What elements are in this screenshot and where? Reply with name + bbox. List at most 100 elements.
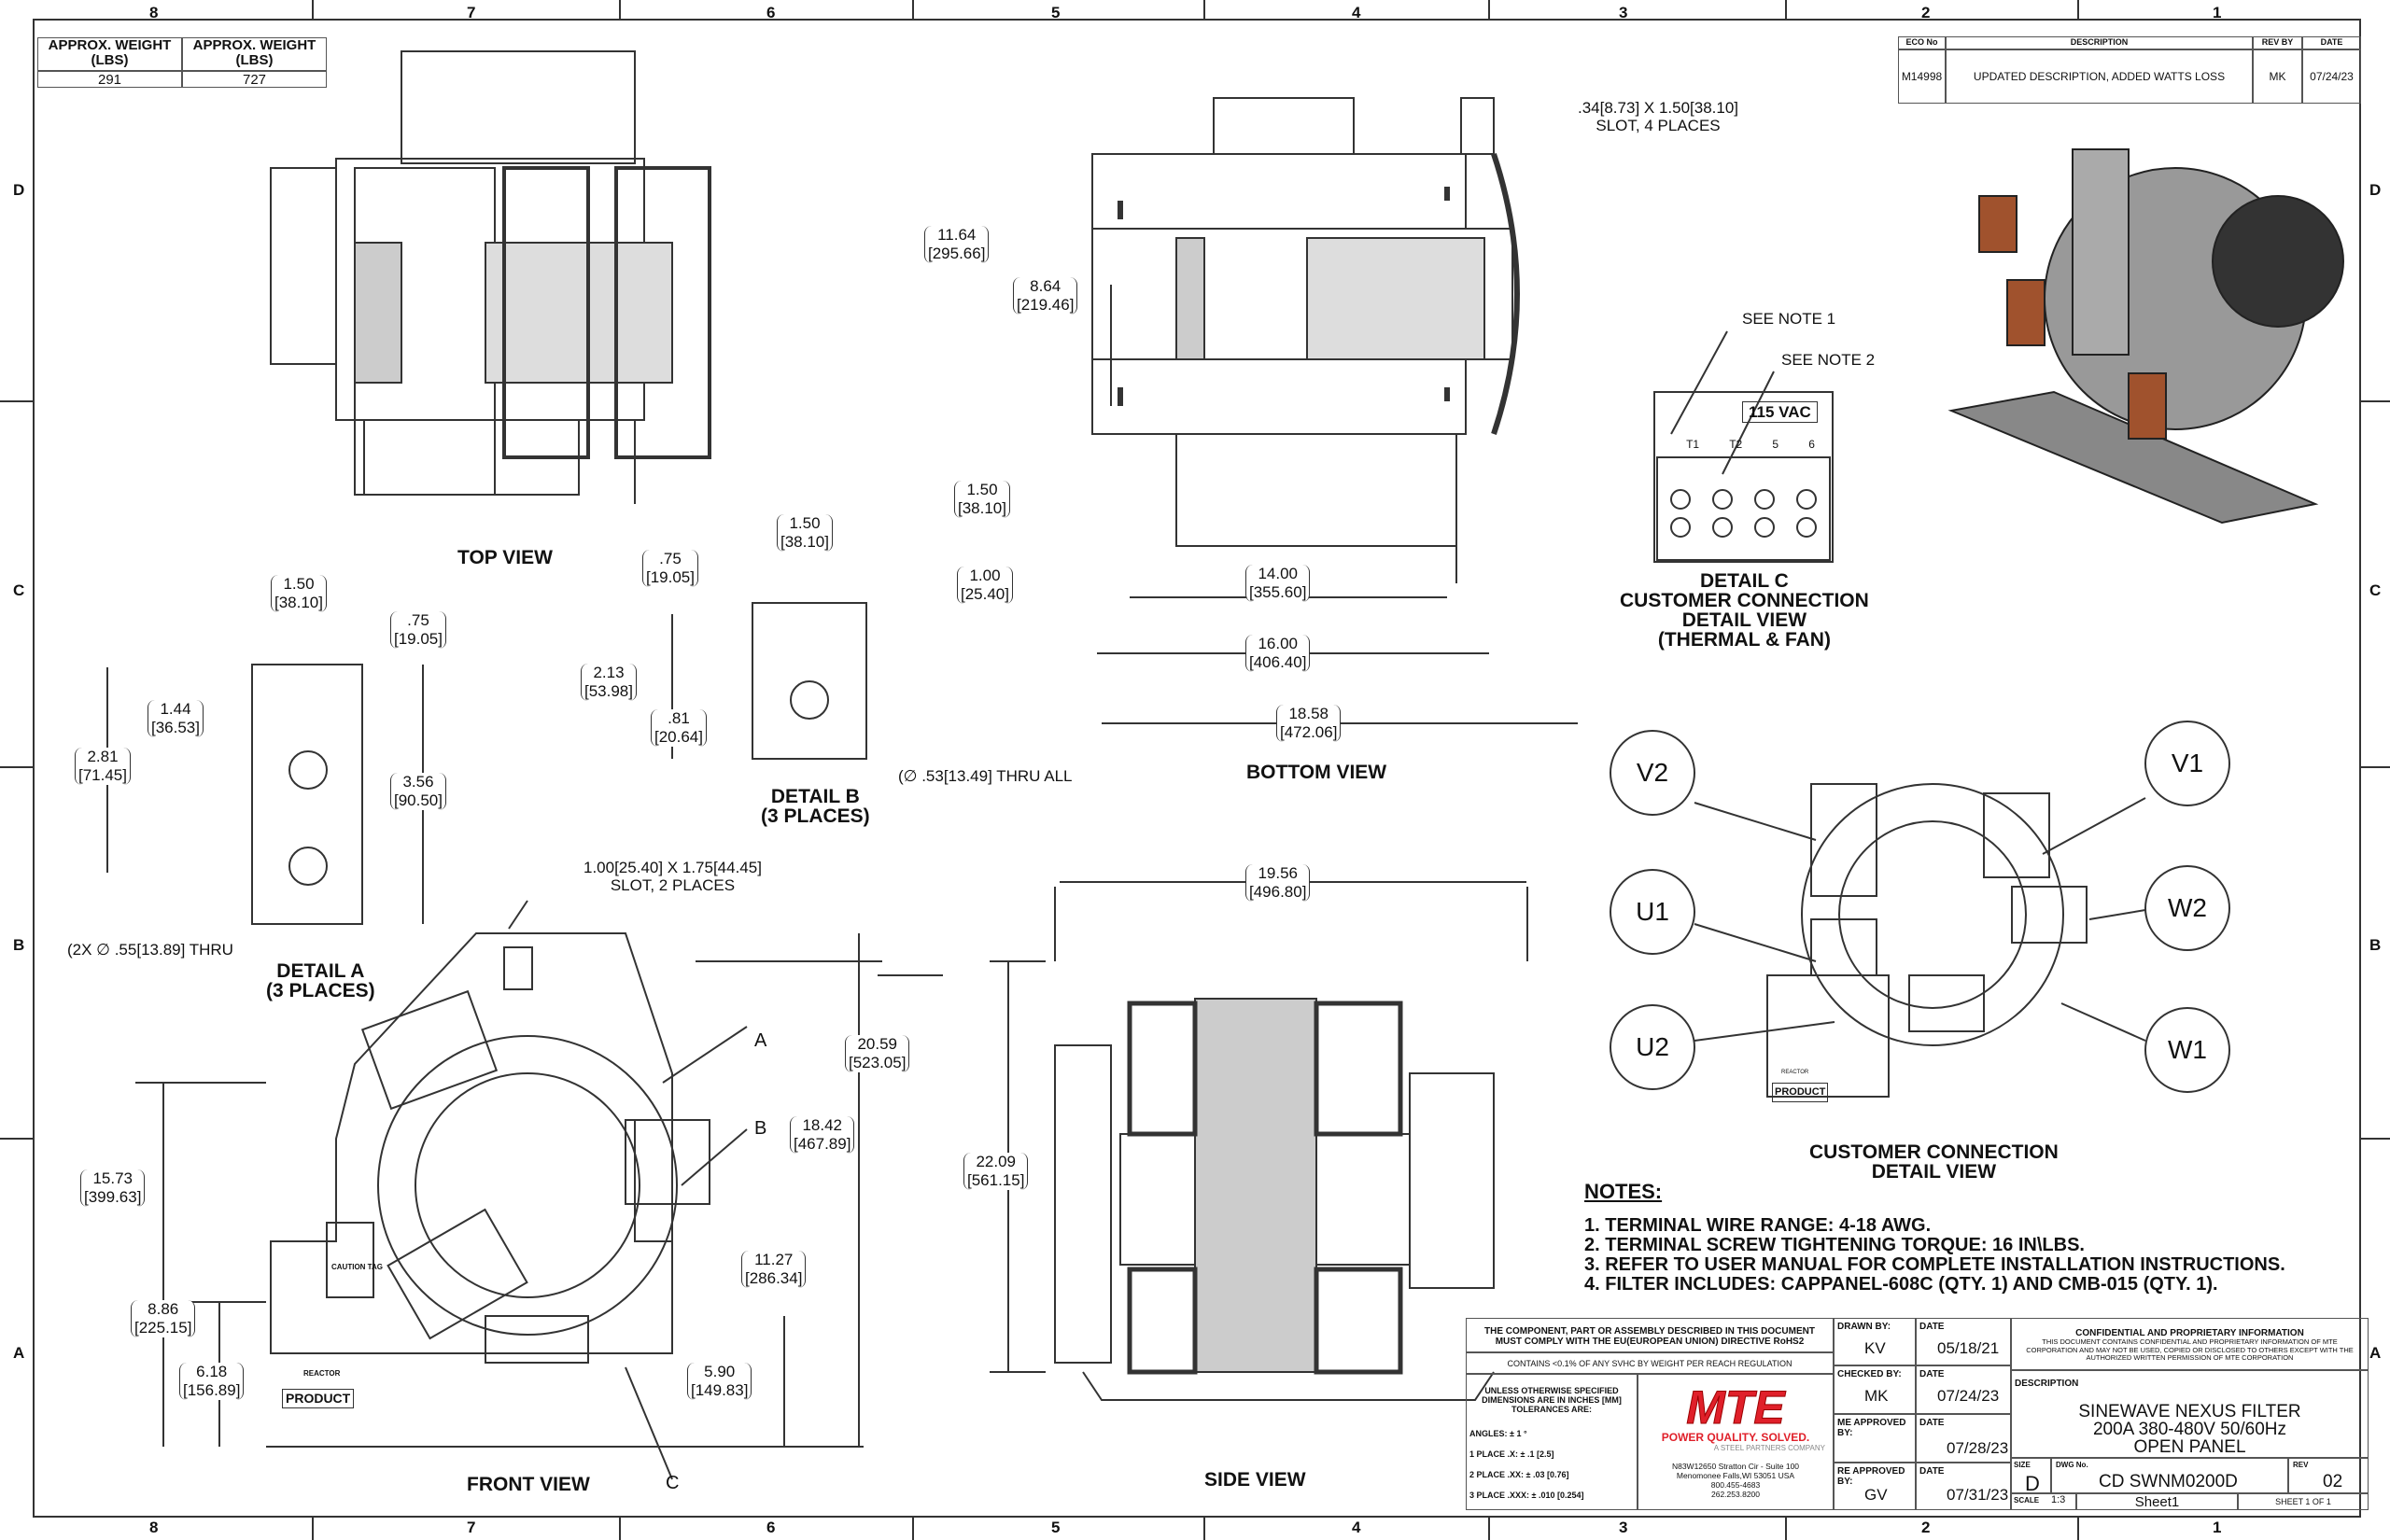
zone-row: C	[2369, 581, 2382, 599]
reactor-label: REACTOR	[303, 1369, 341, 1378]
dimension: 18.42[467.89]	[790, 1116, 855, 1154]
dimension: 5.90[149.83]	[687, 1363, 752, 1400]
description-label: DESCRIPTION	[2015, 1379, 2079, 1389]
zone-row: B	[13, 936, 25, 954]
detail-b-plate	[752, 602, 867, 760]
tolerance-item: ANGLES: ± 1 °	[1469, 1429, 1527, 1438]
callout-b: B	[754, 1118, 767, 1139]
side-view-title: SIDE VIEW	[1204, 1469, 1306, 1491]
front-view-title: FRONT VIEW	[467, 1474, 590, 1495]
me-approved-cell: ME APPROVED BY:	[1834, 1414, 1916, 1463]
company-box: MTE POWER QUALITY. SOLVED. A STEEL PARTN…	[1638, 1374, 1834, 1510]
dimension: 1.50[38.10]	[777, 514, 833, 552]
balloon-u2: U2	[1610, 1004, 1695, 1090]
address-line: Menomonee Falls,WI 53051 USA	[1676, 1471, 1795, 1480]
balloon-w1: W1	[2144, 1007, 2230, 1093]
detail-a-hole-note: (2X ∅ .55[13.89] THRU	[67, 941, 233, 959]
dimension: 6.18[156.89]	[179, 1363, 245, 1400]
dimension: 2.13[53.98]	[581, 664, 637, 701]
balloon-v1: V1	[2144, 721, 2230, 806]
drawn-by-cell: DRAWN BY:KV	[1834, 1318, 1916, 1365]
confidential-text: THIS DOCUMENT CONTAINS CONFIDENTIAL AND …	[2026, 1337, 2354, 1362]
front-slot-note: 1.00[25.40] X 1.75[44.45]SLOT, 2 PLACES	[583, 859, 762, 894]
balloon-w2: W2	[2144, 865, 2230, 951]
zone-col: 7	[467, 4, 476, 21]
checked-by-cell: CHECKED BY:MK	[1834, 1365, 1916, 1414]
dimension: 15.73[399.63]	[80, 1169, 146, 1207]
detail-c-line: CUSTOMER CONNECTION	[1620, 590, 1869, 611]
weight-value: 727	[182, 71, 327, 88]
note-item: 3. REFER TO USER MANUAL FOR COMPLETE INS…	[1584, 1254, 2285, 1275]
bottom-view-drawing	[1091, 97, 1520, 547]
zone-col: 4	[1352, 4, 1361, 21]
dimension: 2.81[71.45]	[75, 748, 131, 785]
side-view-drawing	[990, 881, 1528, 1401]
description-line: 200A 380-480V 50/60Hz	[2092, 1420, 2287, 1439]
dimension: 11.64[295.66]	[924, 226, 990, 263]
dimension: 1.00[25.40]	[957, 567, 1013, 604]
detail-a-plate	[251, 664, 363, 925]
dimension: 1.50[38.10]	[271, 575, 327, 612]
rev-header-date: DATE	[2302, 36, 2361, 49]
front-view-drawing	[135, 900, 943, 1480]
zone-row: D	[2369, 181, 2382, 199]
detail-a-subtitle: (3 PLACES)	[266, 980, 375, 1001]
dimension: 19.56[496.80]	[1245, 864, 1311, 902]
rev-header-description: DESCRIPTION	[1946, 36, 2253, 49]
zone-col: 3	[1619, 4, 1628, 21]
reach-statement: CONTAINS <0.1% OF ANY SVHC BY WEIGHT PER…	[1466, 1352, 1834, 1374]
rev-header-eco: ECO No	[1898, 36, 1946, 49]
zone-row: C	[13, 581, 25, 599]
rev-date: 07/24/23	[2302, 49, 2361, 104]
detail-c-line: (THERMAL & FAN)	[1657, 629, 1831, 651]
customer-reactor-label: REACTOR	[1781, 1070, 1809, 1075]
weight-header: APPROX. WEIGHT (LBS)	[182, 37, 327, 71]
see-note-1: SEE NOTE 1	[1742, 310, 1836, 328]
dwg-number-cell: DWG No.CD SWNM0200D	[2051, 1458, 2288, 1493]
tolerance-item: 3 PLACE .XXX: ± .010 [0.254]	[1469, 1491, 1584, 1500]
top-view-drawing	[270, 50, 711, 504]
detail-b-subtitle: (3 PLACES)	[761, 805, 870, 827]
confidential-box: CONFIDENTIAL AND PROPRIETARY INFORMATION…	[2011, 1318, 2369, 1370]
see-note-2: SEE NOTE 2	[1781, 351, 1876, 369]
description-line: SINEWAVE NEXUS FILTER	[2078, 1402, 2301, 1421]
dimension: 11.27[286.34]	[741, 1251, 807, 1288]
dimension: .75[19.05]	[642, 550, 698, 587]
isometric-render	[1947, 148, 2344, 525]
rev-eco: M14998	[1898, 49, 1946, 104]
zone-col: 8	[149, 1519, 159, 1536]
zone-col: 2	[1921, 4, 1931, 21]
zone-row: D	[13, 181, 25, 199]
note-item: 2. TERMINAL SCREW TIGHTENING TORQUE: 16 …	[1584, 1235, 2085, 1255]
bottom-slot-note: .34[8.73] X 1.50[38.10]SLOT, 4 PLACES	[1578, 99, 1739, 134]
note-item: 1. TERMINAL WIRE RANGE: 4-18 AWG.	[1584, 1215, 1932, 1236]
detail-a-name: DETAIL A	[276, 960, 365, 982]
dimension: 22.09[561.15]	[963, 1153, 1029, 1190]
tolerance-heading: UNLESS OTHERWISE SPECIFIED DIMENSIONS AR…	[1482, 1386, 1622, 1414]
detail-c-line: DETAIL C	[1699, 570, 1789, 592]
confidential-heading: CONFIDENTIAL AND PROPRIETARY INFORMATION	[2075, 1328, 2304, 1338]
description-line: OPEN PANEL	[2133, 1437, 2246, 1457]
rohs-statement: THE COMPONENT, PART OR ASSEMBLY DESCRIBE…	[1466, 1318, 1834, 1352]
zone-col: 8	[149, 4, 159, 21]
product-label: PRODUCT	[282, 1389, 355, 1408]
weight-value: 291	[37, 71, 182, 88]
detail-a-title: DETAIL A(3 PLACES)	[266, 961, 375, 1001]
note-item: 4. FILTER INCLUDES: CAPPANEL-608C (QTY. …	[1584, 1274, 2218, 1295]
parent-company: A STEEL PARTNERS COMPANY	[1713, 1444, 1825, 1452]
zone-col: 2	[1921, 1519, 1931, 1536]
zone-col: 6	[766, 4, 776, 21]
dimension: 14.00[355.60]	[1245, 565, 1311, 602]
zone-col: 1	[2213, 4, 2222, 21]
